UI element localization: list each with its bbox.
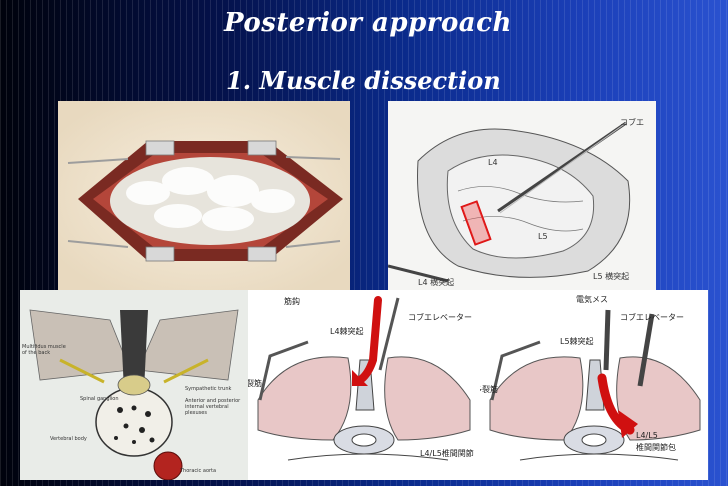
label-facet-2: 椎間関節包 <box>636 442 676 452</box>
label-multifidus: Multifidus muscle <box>22 344 66 350</box>
label-kobu: コブエ <box>620 117 644 127</box>
label-l5-spinous: L5棘突起 <box>560 336 594 346</box>
label-spinal-ganglion: Spinal ganglion <box>80 396 119 402</box>
slide-subtitle: 1. Muscle dissection <box>226 66 501 95</box>
anatomy-cross-section-image: Multifidus muscle of the back Spinal gan… <box>20 290 248 480</box>
label-l5-transverse: L5 横突起 <box>593 271 629 281</box>
label-elevator: コブエレベーター <box>408 312 472 322</box>
label-thoracic-aorta: Thoracic aorta <box>179 468 216 474</box>
label-sympathetic-trunk: Sympathetic trunk <box>185 386 231 392</box>
label-vertebral-body: Vertebral body <box>50 436 87 442</box>
schematic-elevator-2: 電気メス コブエレベーター L5棘突起 多裂筋 L4/L5 椎間関節包 <box>480 290 708 480</box>
slide-title: Posterior approach <box>224 8 512 38</box>
label-internal-plexus-1: Anterior and posterior <box>185 398 241 404</box>
label-of-the-back: of the back <box>22 350 50 356</box>
label-elevator: コブエレベーター <box>620 312 684 322</box>
label-internal-plexus-2: internal vertebral <box>185 404 229 410</box>
dissection-sketch-image: コブエ L4 L5 L4 横突起 L5 横突起 <box>388 101 656 291</box>
schematic-elevator-1: 筋鈎 コブエレベーター L4棘突起 多裂筋 L4/L5椎間関節 <box>248 290 480 480</box>
label-l4-transverse: L4 横突起 <box>418 277 454 287</box>
label-mes: 電気メス <box>576 294 608 304</box>
label-facet-1: L4/L5 <box>636 431 658 440</box>
label-muscle: 多裂筋 <box>248 378 262 388</box>
label-facet: L4/L5椎間関節 <box>420 448 474 458</box>
label-muscle: 多裂筋 <box>480 384 498 394</box>
label-l5: L5 <box>538 232 548 241</box>
label-internal-plexus-3: plexuses <box>185 410 207 416</box>
label-l4: L4 <box>488 158 498 167</box>
label-hook: 筋鈎 <box>284 296 300 306</box>
surgical-field-image <box>58 101 350 291</box>
label-l4-spinous: L4棘突起 <box>330 326 364 336</box>
